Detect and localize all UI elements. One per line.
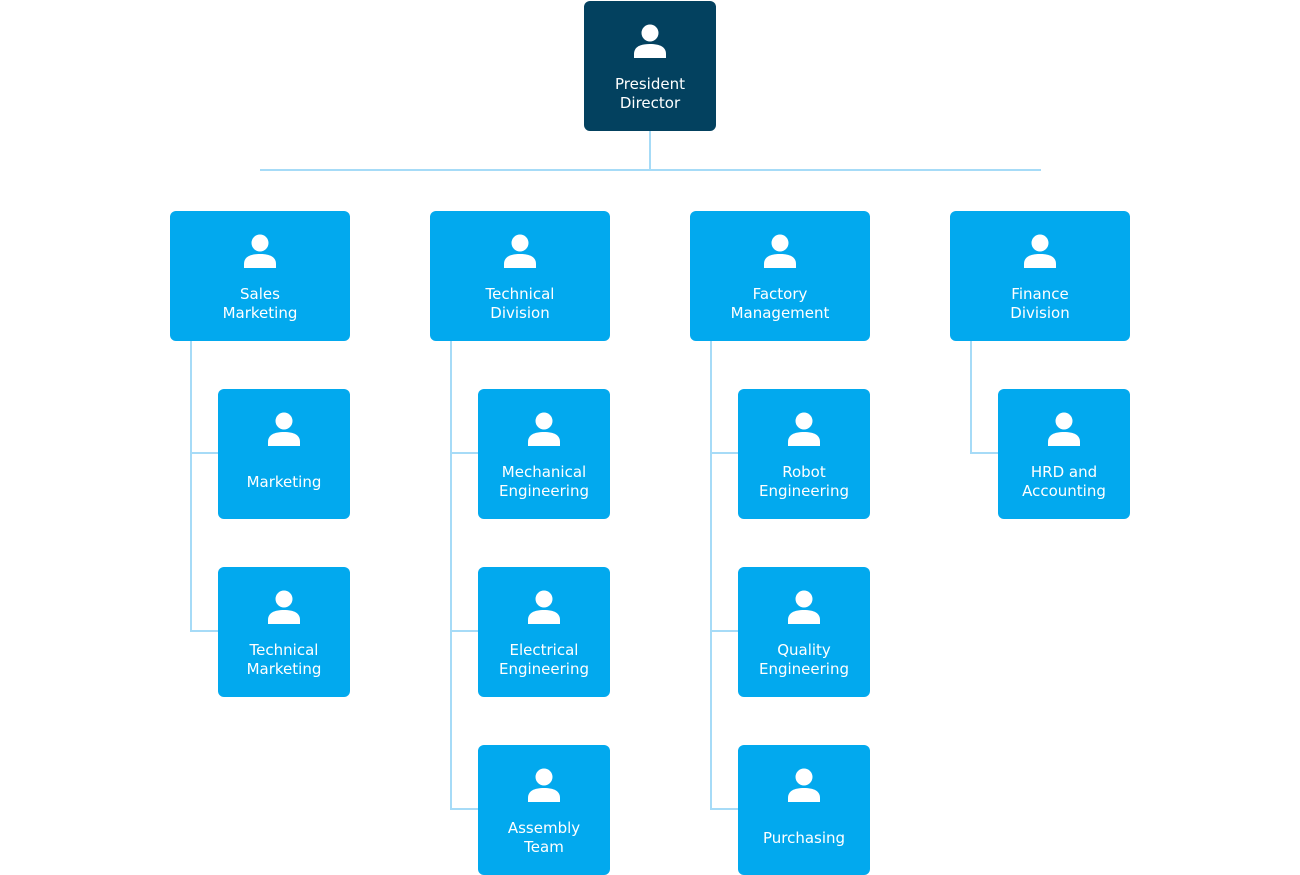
mechanical-engineering-connector [450, 452, 478, 454]
hrd-and-accounting-node-label-line: HRD and [1030, 463, 1098, 481]
purchasing-node-label-line: Purchasing [762, 828, 846, 847]
assembly-team-node-label-line: Assembly [507, 819, 581, 837]
person-icon [764, 234, 796, 268]
mechanical-engineering-node-label-line: Engineering [499, 482, 589, 500]
marketing-connector [190, 452, 218, 454]
assembly-team-node-label-line: Team [524, 838, 564, 856]
factory-management-node-label-line: Management [730, 304, 830, 322]
robot-engineering-node-label-line: Robot [782, 463, 826, 481]
person-icon [244, 234, 276, 268]
person-icon [268, 590, 300, 624]
person-icon [504, 234, 536, 268]
electrical-engineering-node-label-line: Electrical [509, 641, 579, 659]
sales-marketing-node-label-line: Marketing [222, 304, 298, 322]
sales-marketing-node-label-line: Sales [240, 285, 280, 303]
electrical-engineering-connector [450, 630, 478, 632]
person-icon [788, 768, 820, 802]
quality-engineering-node-label-line: Engineering [759, 660, 849, 678]
quality-engineering-node-label-line: Quality [777, 641, 831, 659]
person-icon [528, 768, 560, 802]
finance-division-spine [970, 341, 972, 453]
person-icon [634, 24, 666, 58]
person-icon [788, 412, 820, 446]
technical-division-node-label-line: Division [490, 304, 550, 322]
technical-division-spine [450, 341, 452, 809]
technical-marketing-node-label-line: Technical [249, 641, 319, 659]
robot-engineering-node-label-line: Engineering [759, 482, 849, 500]
purchasing-connector [710, 808, 738, 810]
person-icon [268, 412, 300, 446]
person-icon [1048, 412, 1080, 446]
factory-management-spine [710, 341, 712, 809]
marketing-node[interactable]: Marketing [218, 389, 350, 519]
hrd-and-accounting-connector [970, 452, 998, 454]
department-bus [260, 169, 1041, 171]
technical-marketing-connector [190, 630, 218, 632]
finance-division-node-label-line: Finance [1011, 285, 1069, 303]
marketing-node-label-line: Marketing [246, 472, 322, 491]
sales-marketing-spine [190, 341, 192, 631]
person-icon [528, 412, 560, 446]
finance-division-node-label-line: Division [1010, 304, 1070, 322]
person-icon [1024, 234, 1056, 268]
purchasing-node-label: Purchasing [744, 818, 864, 858]
person-icon [788, 590, 820, 624]
mechanical-engineering-node-label-line: Mechanical [501, 463, 587, 481]
president-director-node-label-line: Director [619, 94, 681, 112]
factory-management-node-label-line: Factory [752, 285, 808, 303]
hrd-and-accounting-node-label-line: Accounting [1022, 482, 1106, 500]
purchasing-node[interactable]: Purchasing [738, 745, 870, 875]
quality-engineering-connector [710, 630, 738, 632]
robot-engineering-connector [710, 452, 738, 454]
president-director-node-label-line: President [615, 75, 685, 93]
technical-marketing-node-label-line: Marketing [246, 660, 322, 678]
marketing-node-label: Marketing [224, 462, 344, 502]
person-icon [528, 590, 560, 624]
electrical-engineering-node-label-line: Engineering [499, 660, 589, 678]
assembly-team-connector [450, 808, 478, 810]
technical-division-node-label-line: Technical [485, 285, 555, 303]
root-connector [649, 131, 651, 170]
